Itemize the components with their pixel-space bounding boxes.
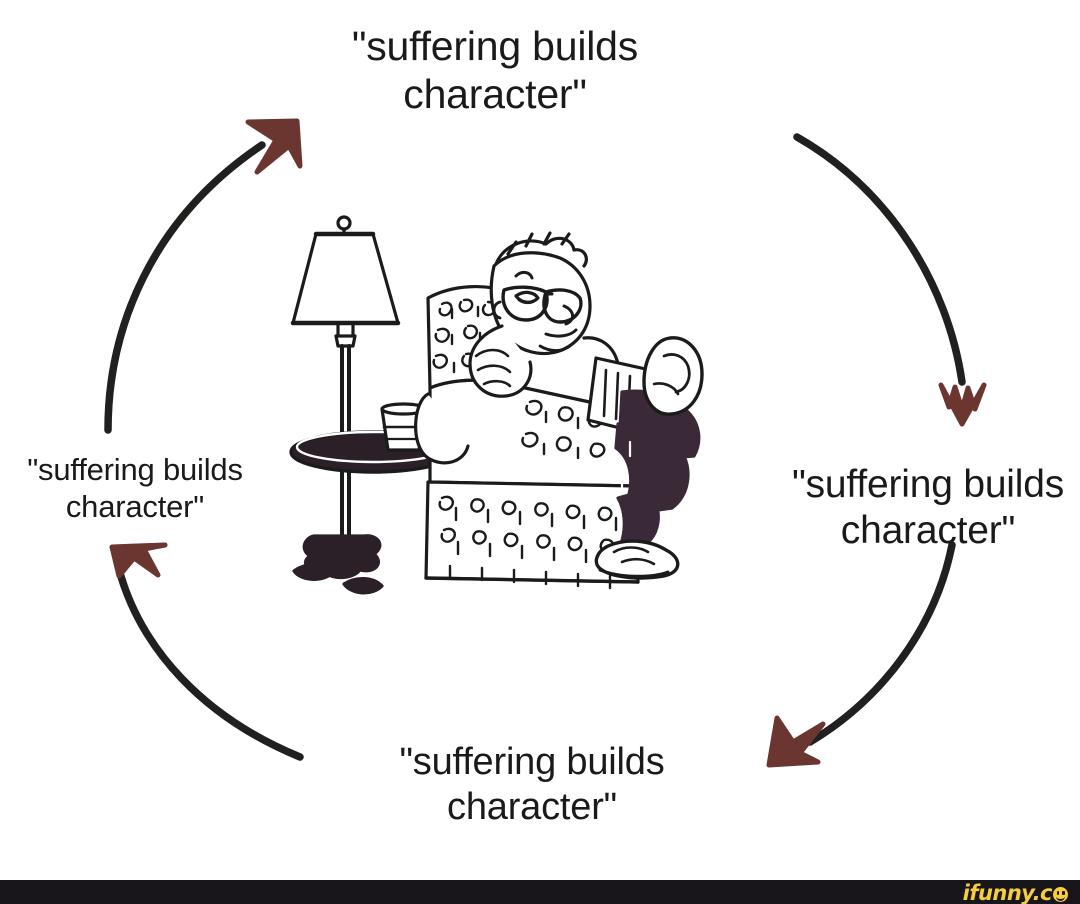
reclining-man bbox=[468, 231, 704, 580]
caption-right: "suffering builds character" bbox=[791, 463, 1065, 553]
caption-bottom: "suffering builds character" bbox=[399, 741, 665, 828]
arrow-path-bottom-right bbox=[806, 541, 956, 746]
floor-lamp bbox=[290, 215, 401, 595]
caption-top: "suffering builds character" bbox=[351, 23, 639, 118]
arrow-path-top-right bbox=[793, 133, 966, 386]
arrowhead-top-left bbox=[245, 118, 303, 175]
arrowhead-left-bottom bbox=[109, 542, 168, 579]
arrowhead-bottom-right bbox=[766, 715, 826, 768]
smiley-face-icon bbox=[1053, 887, 1068, 902]
arrowhead-right bbox=[938, 382, 987, 427]
watermark-label: ifunny.c bbox=[962, 881, 1053, 904]
ifunny-watermark: ifunny.c bbox=[963, 881, 1068, 904]
arrow-path-left-up bbox=[104, 141, 266, 434]
white-sneaker-planted bbox=[594, 539, 680, 580]
man-reclining-in-armchair-cartoon bbox=[289, 215, 704, 595]
arrow-path-bottom-left bbox=[114, 562, 304, 761]
caption-left: "suffering builds character" bbox=[27, 452, 243, 524]
lamp-shade bbox=[291, 232, 400, 325]
white-sneaker-raised bbox=[642, 336, 704, 416]
watermark-bar: ifunny.c bbox=[0, 880, 1080, 904]
